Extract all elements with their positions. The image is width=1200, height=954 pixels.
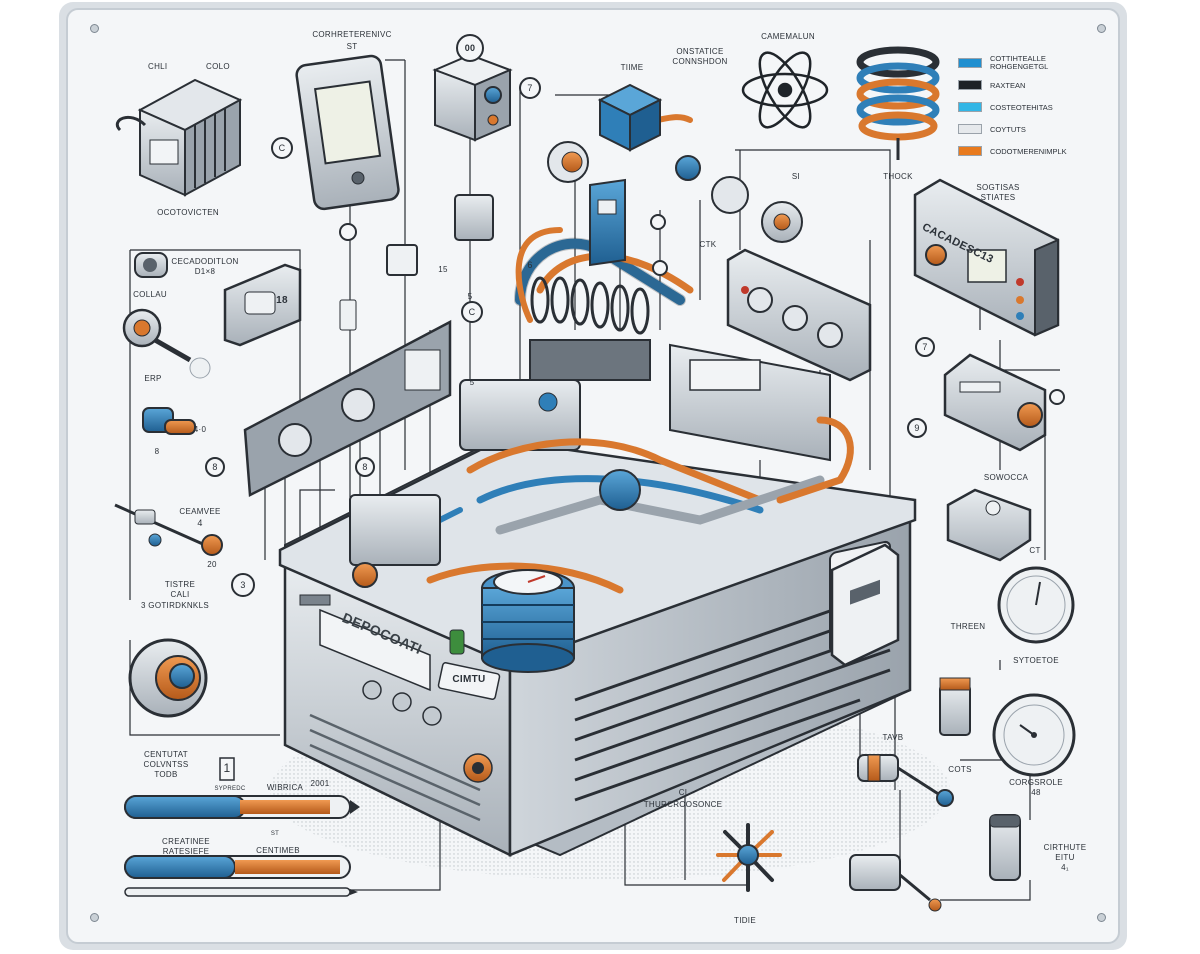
legend-label: CODOTMERENIMPLK bbox=[990, 146, 1067, 156]
gauge-icon bbox=[992, 566, 1076, 777]
callout-8b: 8 bbox=[362, 462, 368, 472]
callout-3: 3 bbox=[240, 580, 246, 590]
label-ctk: CTK bbox=[699, 240, 717, 249]
box-number-1: 1 bbox=[223, 761, 231, 775]
callout-c-left: C bbox=[278, 143, 286, 153]
label-wibrica: WIBRICA bbox=[266, 783, 304, 792]
corner-screw-icon bbox=[1097, 24, 1106, 33]
legend-label: COTTIHTEALLE ROHGENGETGL bbox=[990, 54, 1049, 71]
callout-8a: 8 bbox=[212, 462, 218, 472]
corner-screw-icon bbox=[1097, 913, 1106, 922]
label-tidie: TIDIE bbox=[734, 916, 756, 925]
fan-icon bbox=[716, 823, 782, 892]
label-colau: COLLAU bbox=[133, 290, 167, 299]
valve-icon bbox=[849, 754, 954, 912]
label-5a: 5 bbox=[467, 292, 473, 301]
plug-icon bbox=[830, 543, 900, 667]
legend-swatch bbox=[958, 102, 982, 112]
label-si: SI bbox=[791, 172, 801, 181]
callout-7-right: 7 bbox=[922, 342, 928, 352]
label-ceamvee-20: 20 bbox=[207, 560, 217, 569]
label-8: 8 bbox=[154, 447, 160, 456]
label-camemalun: CAMEMALUN bbox=[761, 32, 815, 41]
label-gentimeb: CENTIMEB bbox=[256, 846, 300, 855]
label-erp: ERP bbox=[144, 374, 162, 383]
sensor-cube-icon bbox=[589, 83, 663, 267]
label-cacadoditlon: CECADODITLON D1×8 bbox=[171, 257, 239, 276]
callout-9: 9 bbox=[914, 423, 920, 433]
legend-item: COTTIHTEALLE ROHGENGETGL bbox=[958, 52, 1088, 74]
knob-icon bbox=[128, 638, 208, 718]
label-sytoetoe: SYTOETOE bbox=[1013, 656, 1059, 665]
label-thurcrodsnce: THURCROOSONCE bbox=[643, 800, 723, 809]
label-top-center: CORHRETERENIVC bbox=[312, 30, 392, 39]
legend: COTTIHTEALLE ROHGENGETGL RAXTEAN COSTEOT… bbox=[958, 52, 1088, 162]
legend-swatch bbox=[958, 80, 982, 90]
label-st-small: ST bbox=[270, 831, 280, 837]
label-15: 15 bbox=[438, 265, 448, 274]
radiator-icon bbox=[116, 78, 243, 197]
control-module-icon bbox=[943, 353, 1047, 452]
cabinet-badge-text: CIMTU bbox=[452, 674, 486, 685]
label-5b: 5 bbox=[469, 378, 475, 387]
legend-label: COYTUTS bbox=[990, 124, 1026, 134]
label-threen: THREEN bbox=[950, 622, 986, 631]
label-sowocca: SOWOCCA bbox=[983, 473, 1029, 482]
label-corgsrole: CORGSROLE 48 bbox=[1009, 778, 1063, 797]
control-tablet-icon bbox=[295, 54, 400, 211]
valve-block-icon bbox=[339, 141, 872, 382]
coil-icon bbox=[856, 46, 940, 160]
label-tavb: TAVB bbox=[882, 733, 904, 742]
label-sypredc: SYPREDC bbox=[214, 786, 246, 792]
legend-item: RAXTEAN bbox=[958, 74, 1088, 96]
label-gotirdknkls: 3 GOTIRDKNKLS bbox=[141, 601, 209, 610]
legend-swatch bbox=[958, 146, 982, 156]
sensor-box-icon bbox=[946, 488, 1032, 562]
label-centutat: CENTUTAT COLVNTSS TODB bbox=[143, 750, 189, 779]
label-ceamvee-4: 4 bbox=[197, 518, 203, 528]
capacitor-icon bbox=[939, 677, 1021, 881]
legend-item: COSTEOTEHITAS bbox=[958, 96, 1088, 118]
label-cold: COLO bbox=[206, 62, 230, 71]
label-2001: 2001 bbox=[310, 779, 330, 788]
label-sogtisas: SOGTISAS STIATES bbox=[976, 183, 1020, 202]
label-tistre: TISTRE CALI bbox=[164, 580, 196, 599]
label-chill: CHLI bbox=[148, 62, 168, 71]
label-cots: COTS bbox=[948, 765, 972, 774]
legend-item: CODOTMERENIMPLK bbox=[958, 140, 1088, 162]
label-6: 6 bbox=[527, 260, 533, 270]
corner-screw-icon bbox=[90, 24, 99, 33]
label-timer: TIIME bbox=[620, 63, 644, 72]
label-cirthute: CIRTHUTE EITU 4₁ bbox=[1043, 843, 1087, 872]
label-ceamvee: CEAMVEE bbox=[179, 507, 221, 516]
legend-label: RAXTEAN bbox=[990, 80, 1026, 90]
label-onstatice: ONSTATICE CONNSHDON bbox=[672, 47, 728, 66]
label-ocotovicten: OCOTOVICTEN bbox=[157, 208, 219, 217]
atom-icon bbox=[741, 51, 829, 129]
internal-machinery bbox=[349, 114, 891, 673]
wiring bbox=[129, 59, 1060, 901]
legend-swatch bbox=[958, 58, 982, 68]
callout-7-top: 7 bbox=[527, 83, 533, 93]
legend-item: COYTUTS bbox=[958, 118, 1088, 140]
gauge-box-number: 00 bbox=[464, 43, 476, 53]
legend-swatch bbox=[958, 124, 982, 134]
legend-label: COSTEOTEHITAS bbox=[990, 102, 1053, 112]
label-ci: CI bbox=[678, 788, 688, 797]
corner-screw-icon bbox=[90, 913, 99, 922]
relay-box-icon bbox=[432, 34, 513, 142]
label-creatinee: CREATINEE RATESIEFE bbox=[162, 837, 210, 856]
callout-c-mid: C bbox=[468, 307, 476, 317]
callout-circles bbox=[205, 77, 1065, 597]
label-4-0: 4·0 bbox=[193, 425, 207, 434]
left-components bbox=[114, 252, 452, 718]
label-thock: THOCK bbox=[883, 172, 913, 181]
label-top-center-sub: ST bbox=[346, 42, 358, 51]
display-module-icon bbox=[913, 178, 1060, 337]
label-ct: CT bbox=[1029, 546, 1041, 555]
module-number-18: 18 bbox=[276, 295, 288, 306]
thermometer-icon bbox=[124, 757, 360, 897]
